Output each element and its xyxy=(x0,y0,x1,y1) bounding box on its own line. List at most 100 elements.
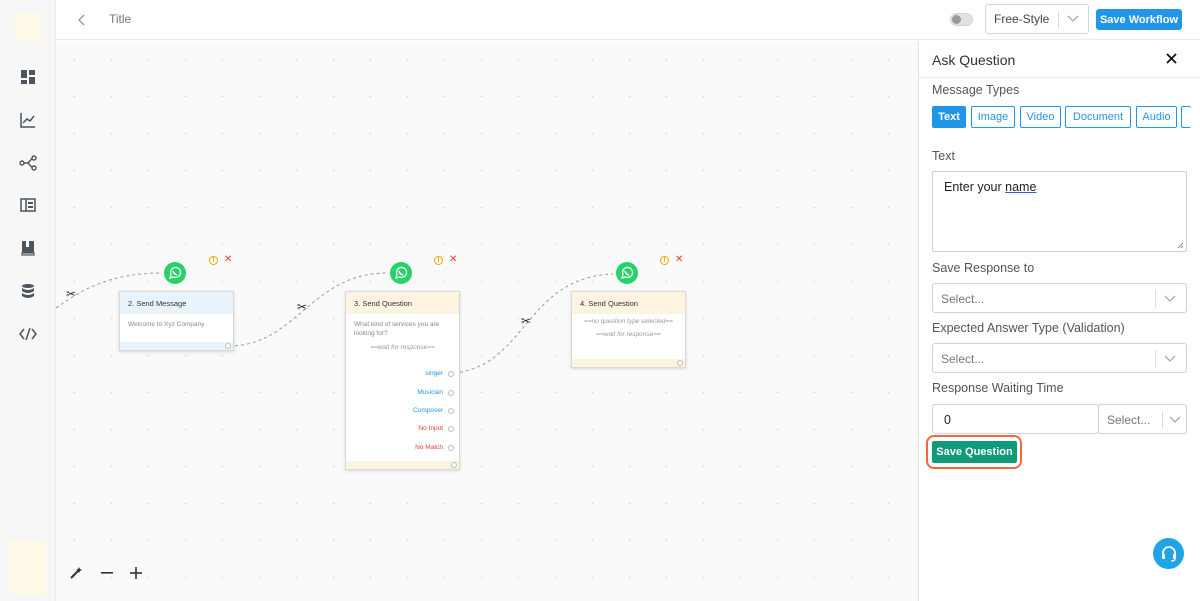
resize-handle-icon[interactable] xyxy=(1177,242,1184,249)
option-port[interactable] xyxy=(448,445,454,451)
option-composer: Composer xyxy=(413,407,443,414)
whatsapp-icon xyxy=(164,262,186,284)
node-title: 2. Send Message xyxy=(120,292,233,314)
back-arrow-icon[interactable] xyxy=(72,10,92,30)
chevron-down-icon xyxy=(1166,411,1184,429)
delete-edge-icon[interactable]: ✂ xyxy=(297,300,308,314)
layout-icon[interactable] xyxy=(17,194,39,216)
analytics-icon[interactable] xyxy=(17,109,39,131)
waiting-unit-select[interactable]: Select... xyxy=(1098,404,1187,434)
layout-style-value: Free-Style xyxy=(994,12,1050,26)
workflow-icon[interactable] xyxy=(17,152,39,174)
zoom-out-button[interactable] xyxy=(97,563,117,583)
top-bar: Title Free-Style Save Workflow xyxy=(56,0,1200,40)
chevron-down-icon xyxy=(1064,10,1082,28)
type-tab-audio[interactable]: Audio xyxy=(1136,106,1177,128)
code-icon[interactable] xyxy=(17,323,39,345)
database-icon[interactable] xyxy=(17,280,39,302)
ask-question-panel: Ask Question Message Types Text Image Vi… xyxy=(918,41,1200,601)
magic-wand-icon[interactable] xyxy=(66,563,86,583)
select-divider xyxy=(1058,11,1059,29)
node-body: ==no question type selected== xyxy=(584,318,673,325)
user-avatar[interactable] xyxy=(8,540,46,595)
chevron-down-icon xyxy=(1161,350,1179,368)
waiting-time-input[interactable]: 0 xyxy=(932,404,1099,434)
option-no-match: No Match xyxy=(415,444,443,451)
node-send-question[interactable]: 3. Send Question What kind of services y… xyxy=(345,291,460,470)
close-panel-icon[interactable] xyxy=(1162,49,1180,67)
save-response-select[interactable]: Select... xyxy=(932,283,1187,313)
type-tab-more[interactable] xyxy=(1181,106,1191,128)
node-send-question-2[interactable]: 4. Send Question ==no question type sele… xyxy=(571,291,686,368)
option-port[interactable] xyxy=(448,426,454,432)
select-placeholder: Select... xyxy=(1107,413,1151,427)
edge-2 xyxy=(228,272,388,347)
output-port[interactable] xyxy=(225,343,231,349)
headset-icon xyxy=(1161,545,1176,562)
node-title: 3. Send Question xyxy=(346,292,459,314)
whatsapp-icon xyxy=(616,262,638,284)
warning-icon[interactable]: ! xyxy=(434,256,443,265)
connection-edges xyxy=(56,272,614,374)
select-divider xyxy=(1155,350,1156,368)
sidebar xyxy=(0,0,56,601)
expected-answer-select[interactable]: Select... xyxy=(932,343,1187,373)
node-send-message[interactable]: 2. Send Message Welcome to Xyz Company xyxy=(119,291,234,351)
text-label: Text xyxy=(932,149,955,163)
output-port[interactable] xyxy=(677,360,683,366)
node-body: Welcome to Xyz Company xyxy=(128,321,205,328)
option-port[interactable] xyxy=(448,408,454,414)
panel-header: Ask Question xyxy=(919,41,1200,78)
warning-icon[interactable]: ! xyxy=(660,256,669,265)
node-footer xyxy=(120,342,233,350)
book-icon[interactable] xyxy=(17,237,39,259)
select-placeholder: Select... xyxy=(941,292,985,306)
type-tab-video[interactable]: Video xyxy=(1020,106,1061,128)
option-singer: singer xyxy=(425,370,443,377)
select-divider xyxy=(1162,411,1163,429)
waiting-time-label: Response Waiting Time xyxy=(932,381,1064,395)
node-footer xyxy=(572,359,685,367)
panel-title: Ask Question xyxy=(932,52,1016,68)
delete-edge-icon[interactable]: ✂ xyxy=(521,314,532,328)
type-tab-image[interactable]: Image xyxy=(971,106,1015,128)
toggle-switch[interactable] xyxy=(950,13,973,26)
option-port[interactable] xyxy=(448,390,454,396)
option-musician: Musician xyxy=(417,389,443,396)
workflow-canvas[interactable]: ✂ ✂ ✂ ! ✕ 2. Send Message Welcome to Xyz… xyxy=(56,41,918,601)
node-title: 4. Send Question xyxy=(572,292,685,314)
whatsapp-icon xyxy=(390,262,412,284)
node-footer xyxy=(346,461,459,469)
close-icon[interactable]: ✕ xyxy=(224,254,233,265)
logo[interactable] xyxy=(14,13,42,41)
select-divider xyxy=(1155,290,1156,308)
output-port[interactable] xyxy=(451,462,457,468)
node-body: What kind of services you are looking fo… xyxy=(354,321,440,337)
message-text-input[interactable]: Enter your name xyxy=(932,171,1187,252)
chevron-down-icon xyxy=(1161,290,1179,308)
type-tab-document[interactable]: Document xyxy=(1065,106,1131,128)
zoom-in-button[interactable] xyxy=(126,563,146,583)
type-tab-text[interactable]: Text xyxy=(932,106,966,128)
highlight-ring xyxy=(926,435,1022,469)
warning-icon[interactable]: ! xyxy=(209,256,218,265)
workflow-title[interactable]: Title xyxy=(109,12,132,26)
close-icon[interactable]: ✕ xyxy=(449,254,458,265)
message-types-label: Message Types xyxy=(932,83,1020,97)
node-wait-text: ==wait for response== xyxy=(370,344,435,351)
support-chat-button[interactable] xyxy=(1153,538,1184,569)
node-wait-text: ==wait for response== xyxy=(596,331,661,338)
layout-style-select[interactable]: Free-Style xyxy=(985,4,1089,34)
option-no-input: No Input xyxy=(418,425,443,432)
save-response-label: Save Response to xyxy=(932,261,1035,275)
select-placeholder: Select... xyxy=(941,352,985,366)
option-port[interactable] xyxy=(448,371,454,377)
delete-edge-icon[interactable]: ✂ xyxy=(66,287,77,301)
dashboard-icon[interactable] xyxy=(17,66,39,88)
text-value-underlined: name xyxy=(1005,180,1037,194)
save-question-button[interactable]: Save Question xyxy=(932,441,1017,463)
save-workflow-button[interactable]: Save Workflow xyxy=(1096,9,1182,30)
expected-answer-label: Expected Answer Type (Validation) xyxy=(932,321,1125,335)
close-icon[interactable]: ✕ xyxy=(675,254,684,265)
